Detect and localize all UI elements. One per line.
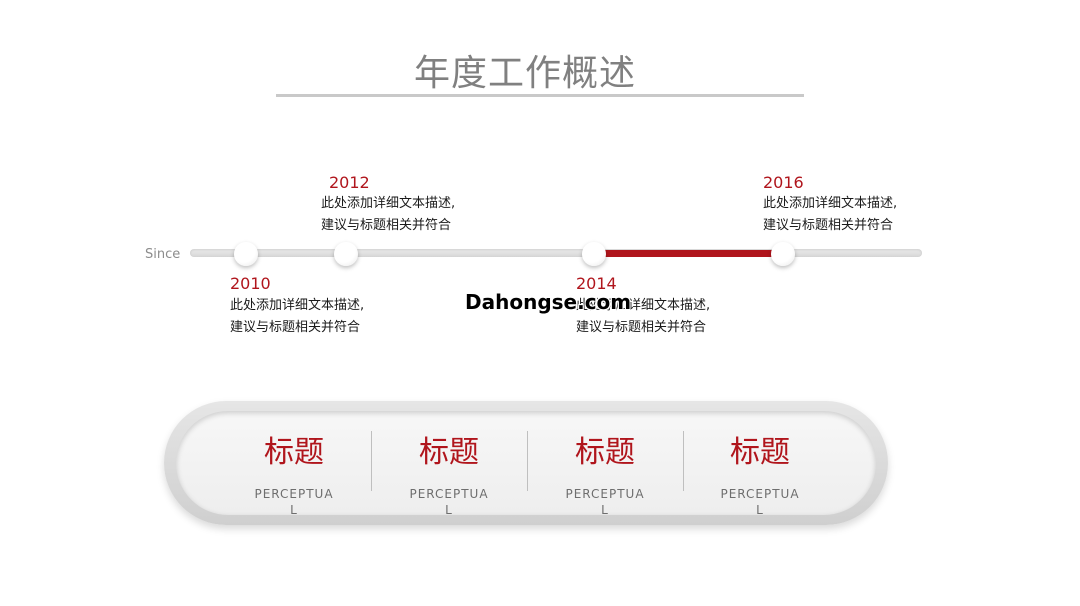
timeline-track <box>190 249 922 257</box>
timeline-start-label: Since <box>145 247 181 262</box>
card-subtitle: PERCEPTUAL <box>720 487 800 517</box>
timeline-node-2014[interactable] <box>582 242 606 266</box>
card-subtitle: PERCEPTUAL <box>254 487 334 517</box>
timeline-active-segment <box>594 250 782 257</box>
card-title: 标题 <box>575 435 635 470</box>
card-4[interactable]: 标题 PERCEPTUAL <box>683 426 837 518</box>
timeline-node-2012[interactable] <box>334 242 358 266</box>
card-divider <box>527 431 528 491</box>
card-title: 标题 <box>264 435 324 470</box>
event-year-2014: 2014 <box>576 274 617 293</box>
card-title: 标题 <box>419 435 479 470</box>
timeline-node-2010[interactable] <box>234 242 258 266</box>
event-year-2012: 2012 <box>329 173 370 192</box>
card-1[interactable]: 标题 PERCEPTUAL <box>217 426 371 518</box>
card-subtitle: PERCEPTUAL <box>409 487 489 517</box>
event-desc-2010: 此处添加详细文本描述, 建议与标题相关并符合 <box>230 298 365 335</box>
card-2[interactable]: 标题 PERCEPTUAL <box>372 426 526 518</box>
card-title: 标题 <box>730 435 790 470</box>
card-subtitle: PERCEPTUAL <box>565 487 645 517</box>
watermark: Dahongse.com <box>465 290 632 314</box>
slide-title: 年度工作概述 <box>413 53 636 94</box>
card-divider <box>683 431 684 491</box>
title-underline <box>276 94 804 97</box>
event-desc-2012: 此处添加详细文本描述, 建议与标题相关并符合 <box>321 196 456 233</box>
event-desc-2016: 此处添加详细文本描述, 建议与标题相关并符合 <box>763 196 898 233</box>
card-divider <box>371 431 372 491</box>
card-3[interactable]: 标题 PERCEPTUAL <box>528 426 682 518</box>
timeline-node-2016[interactable] <box>771 242 795 266</box>
event-desc-2014: 此处添加详细文本描述, 建议与标题相关并符合 <box>576 298 711 335</box>
event-year-2016: 2016 <box>763 173 804 192</box>
cards-capsule <box>176 411 876 515</box>
event-year-2010: 2010 <box>230 274 271 293</box>
